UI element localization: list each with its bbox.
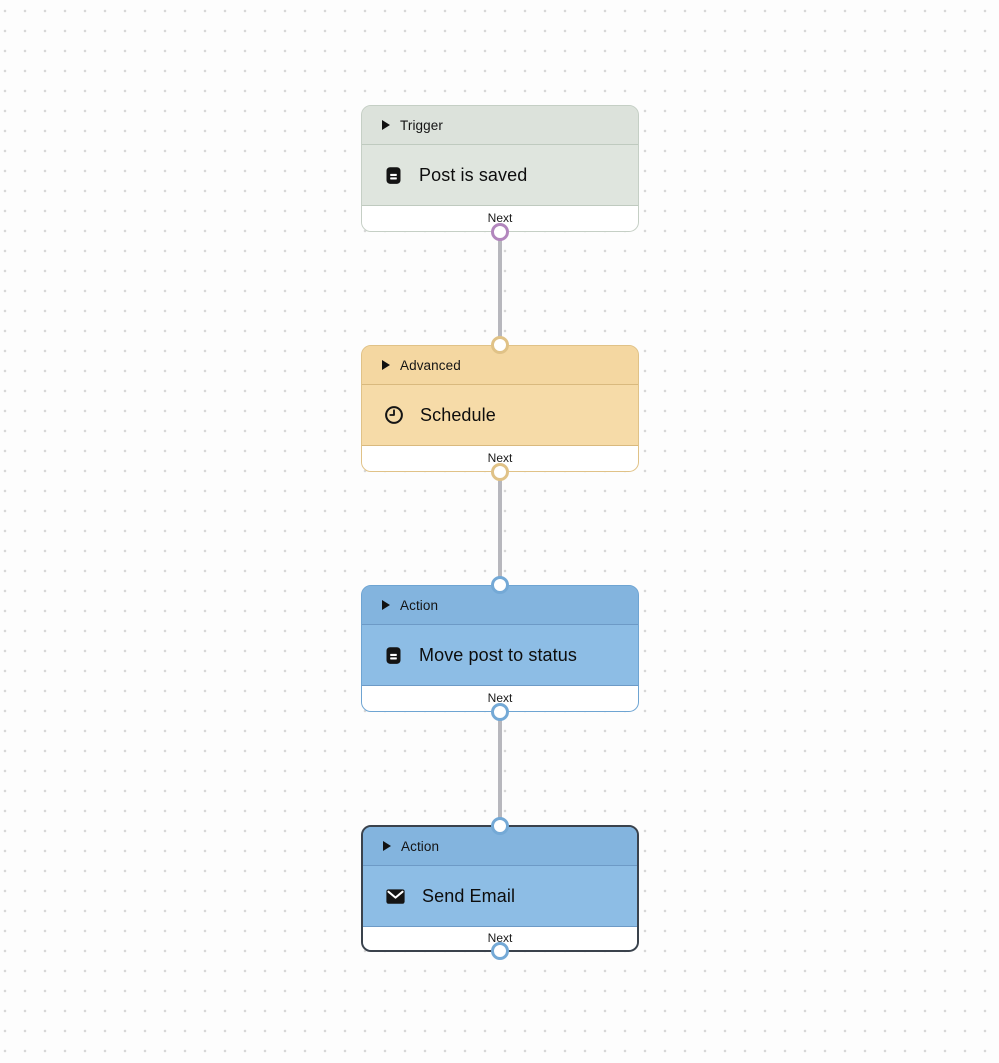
node-trigger-post-is-saved[interactable]: Trigger Post is saved Next	[361, 105, 639, 241]
node-title: Send Email	[422, 885, 516, 906]
node-body[interactable]: Post is saved	[362, 145, 638, 206]
node-kind-label: Advanced	[400, 357, 461, 373]
node-body[interactable]: Schedule	[362, 385, 638, 446]
node-title: Post is saved	[419, 164, 528, 185]
connector-advanced-to-action1	[498, 473, 502, 586]
node-body[interactable]: Send Email	[363, 866, 637, 927]
node-advanced-schedule[interactable]: Advanced Schedule Next	[361, 336, 639, 481]
node-body[interactable]: Move post to status	[362, 625, 638, 686]
output-port[interactable]	[491, 942, 509, 960]
document-icon	[383, 165, 404, 186]
next-port-label: Next	[487, 450, 513, 465]
node-header[interactable]: Trigger	[362, 106, 638, 145]
input-port[interactable]	[491, 336, 509, 354]
expand-toggle-icon[interactable]	[382, 120, 390, 130]
next-port-label: Next	[487, 690, 513, 705]
next-port-label: Next	[487, 210, 513, 225]
output-port[interactable]	[491, 463, 509, 481]
node-action-send-email[interactable]: Action Send Email Next	[361, 817, 639, 960]
node-kind-label: Action	[401, 838, 440, 854]
node-kind-label: Trigger	[400, 117, 443, 133]
input-port[interactable]	[491, 576, 509, 594]
document-icon	[383, 645, 404, 666]
expand-toggle-icon[interactable]	[383, 841, 391, 851]
node-action-move-post-to-status[interactable]: Action Move post to status Next	[361, 576, 639, 721]
connector-trigger-to-advanced	[498, 233, 502, 346]
clock-icon	[383, 404, 405, 426]
output-port[interactable]	[491, 223, 509, 241]
input-port[interactable]	[491, 817, 509, 835]
next-port-label: Next	[487, 930, 513, 945]
email-icon	[384, 885, 407, 908]
node-kind-label: Action	[400, 597, 439, 613]
expand-toggle-icon[interactable]	[382, 360, 390, 370]
node-footer: Next	[363, 927, 637, 950]
output-port[interactable]	[491, 703, 509, 721]
node-title: Move post to status	[419, 644, 577, 665]
expand-toggle-icon[interactable]	[382, 600, 390, 610]
node-header[interactable]: Advanced	[362, 346, 638, 385]
connector-action1-to-action2	[498, 713, 502, 826]
node-title: Schedule	[420, 404, 496, 425]
